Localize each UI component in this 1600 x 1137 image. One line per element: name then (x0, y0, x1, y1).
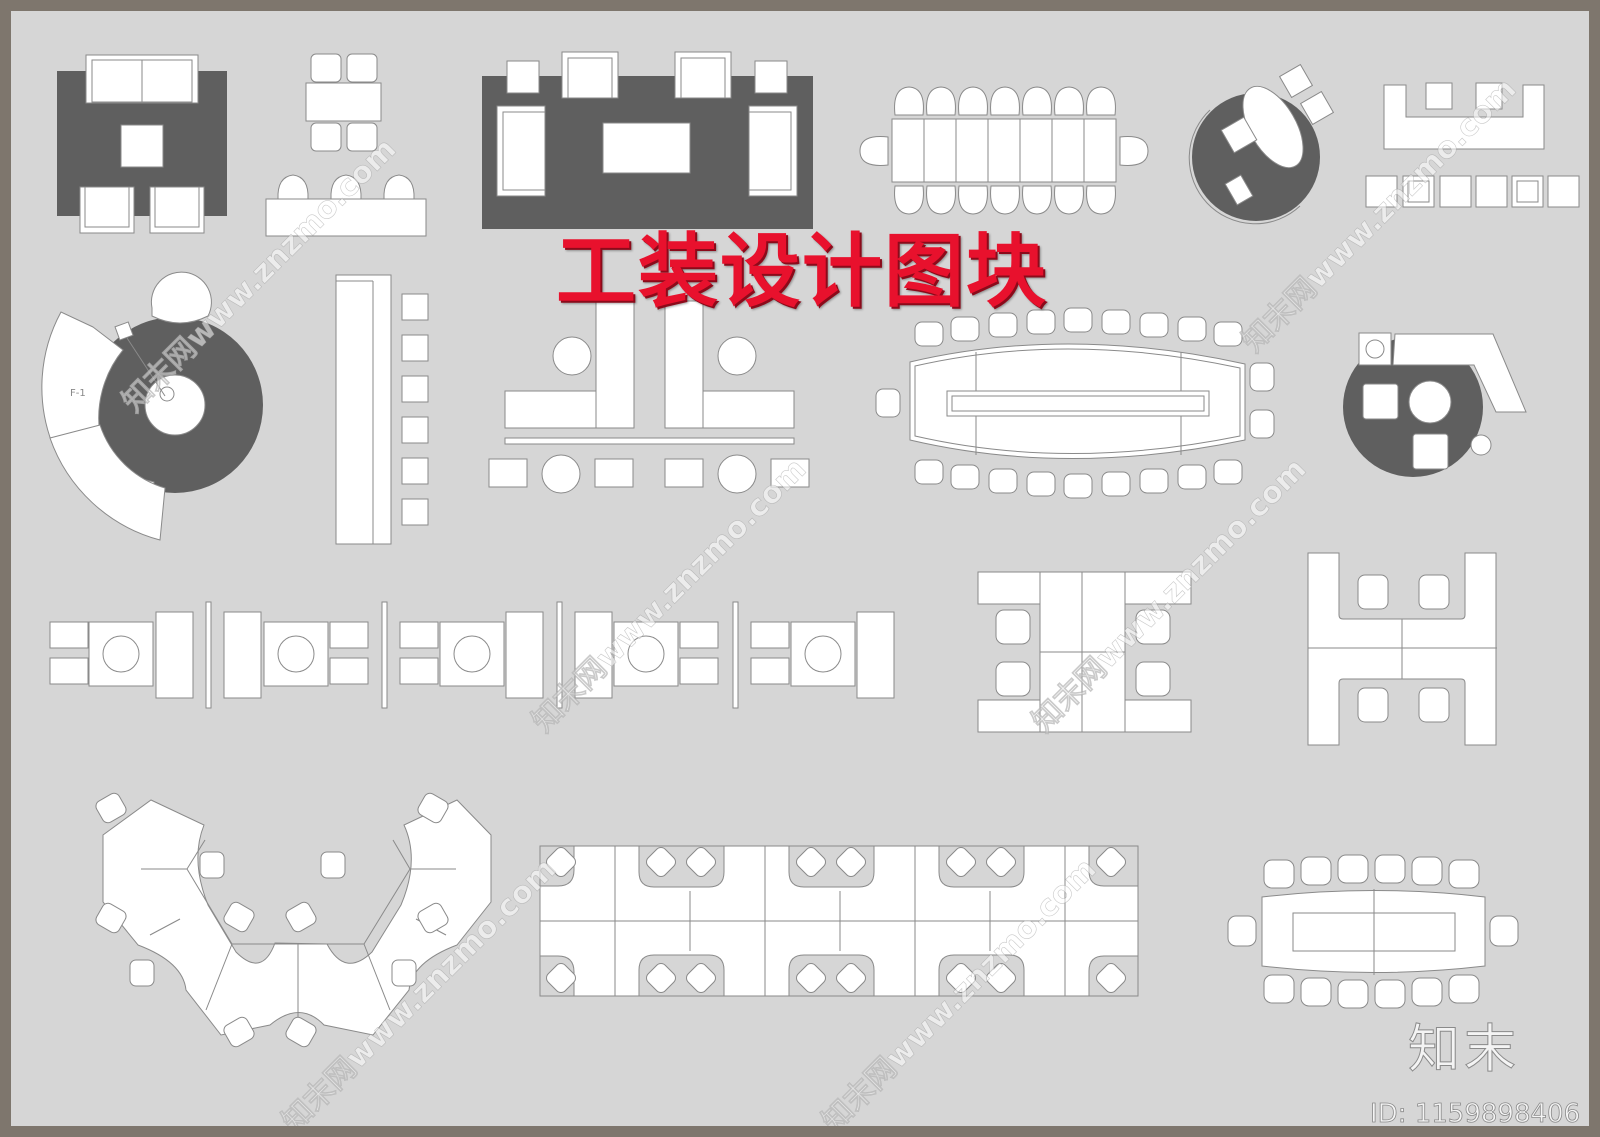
reception-counter-3-chairs-block (265, 174, 427, 237)
curved-reception-desk-block: F-1 (41, 271, 263, 541)
drawing-sheet: F-1 (11, 11, 1589, 1126)
brand-logo: 知末 (1407, 1020, 1521, 1081)
image-id-label: ID: 1159898406 (1370, 1099, 1581, 1126)
long-bar-counter-block (335, 274, 429, 545)
u-shaped-reception-block (1365, 82, 1580, 208)
meeting-table-14-block (1227, 854, 1519, 1009)
desk-cluster-row-block (49, 601, 895, 709)
lounge-sofa-set-block (57, 54, 227, 234)
corner-sofa-lounge-block (1343, 332, 1527, 477)
workstation-4-seat-block (977, 571, 1192, 733)
four-seat-dining-table-block (305, 53, 382, 152)
boat-conference-table-block (875, 307, 1275, 499)
hex-workstation-cluster-block (95, 792, 492, 1048)
sheet-title: 工装设计图块 (556, 225, 1048, 318)
reception-lounge-rug-block (482, 51, 813, 229)
svg-text:F-1: F-1 (70, 388, 86, 399)
round-rug-lounge-block (1188, 63, 1335, 225)
conference-table-16-block (859, 86, 1149, 215)
open-office-bench-block (539, 845, 1139, 997)
h-workstation-block (1307, 552, 1497, 746)
furniture-blocks-canvas: F-1 (41, 51, 1580, 1048)
l-desk-pair-block (488, 300, 810, 494)
